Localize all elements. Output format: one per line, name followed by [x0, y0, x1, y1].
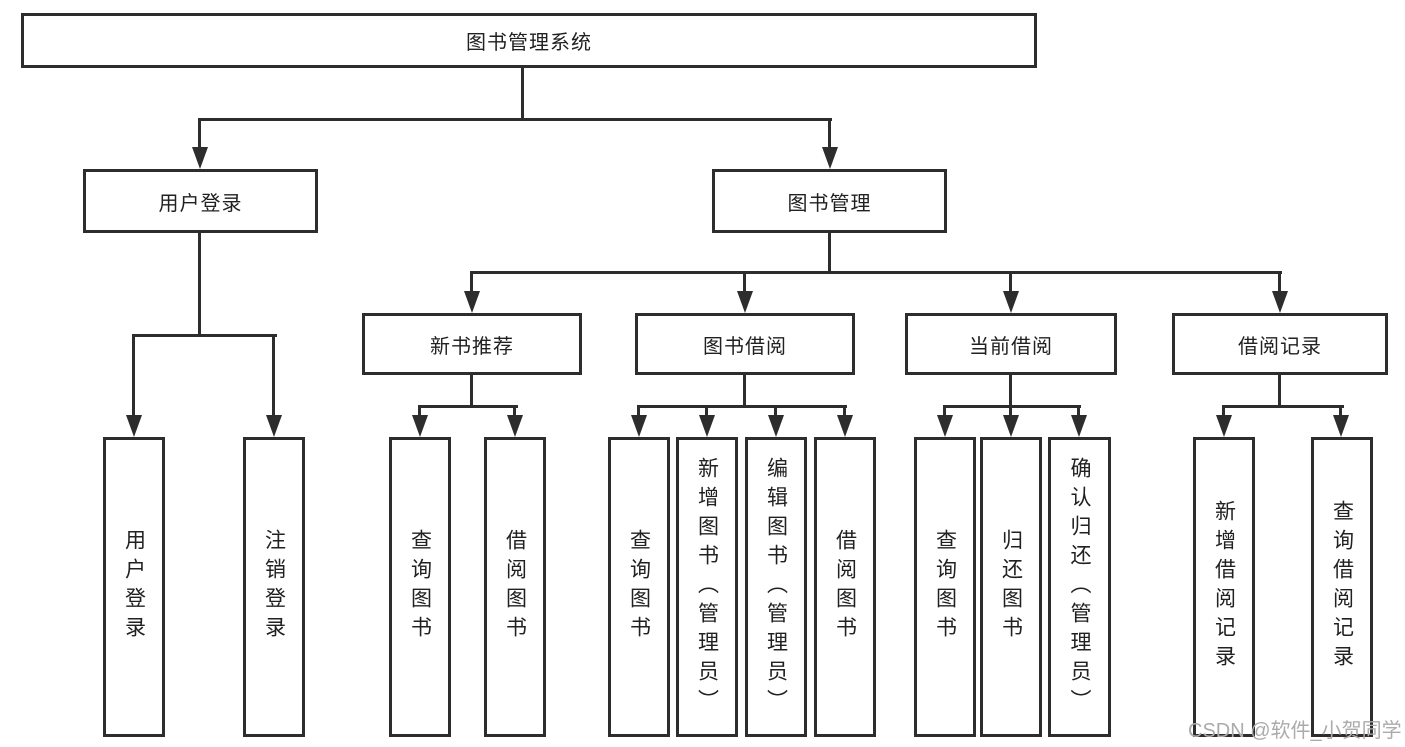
leaf-user-login: 用户登录 [103, 437, 165, 737]
leaf-query-borrow-record-label: 查询借阅记录 [1330, 500, 1354, 674]
node-current-borrow: 当前借阅 [905, 313, 1117, 375]
connector-hline [418, 405, 518, 408]
arrow-down-icon [1003, 415, 1019, 437]
leaf-edit-book-admin-label: 编辑图书（管理员） [764, 456, 788, 718]
arrow-down-icon [507, 415, 523, 437]
connector-hline [132, 334, 277, 337]
connector-vline [513, 407, 516, 418]
watermark-text: CSDN @软件_小贺同学 [1188, 720, 1402, 742]
leaf-borrow-books: 借阅图书 [814, 437, 876, 737]
node-book-management: 图书管理 [712, 169, 947, 233]
leaf-query-books-borrow: 查询图书 [608, 437, 670, 737]
node-borrow-records-label: 借阅记录 [1238, 335, 1322, 358]
leaf-borrow-books-label: 借阅图书 [833, 529, 857, 645]
arrow-down-icon [464, 291, 480, 313]
connector-vline [828, 233, 831, 274]
connector-hline [637, 405, 847, 408]
arrow-down-icon [1071, 415, 1087, 437]
arrow-down-icon [126, 415, 142, 437]
connector-vline [637, 407, 640, 418]
connector-vline [272, 336, 275, 418]
connector-vline [1009, 273, 1012, 293]
leaf-return-book-label: 归还图书 [999, 529, 1023, 645]
connector-vline [1077, 407, 1080, 418]
leaf-edit-book-admin: 编辑图书（管理员） [745, 437, 807, 737]
connector-vline [943, 407, 946, 418]
node-root: 图书管理系统 [21, 13, 1037, 68]
node-user-login: 用户登录 [83, 169, 318, 233]
connector-vline [1009, 375, 1012, 408]
node-book-borrow: 图书借阅 [635, 313, 855, 375]
arrow-down-icon [192, 147, 208, 169]
connector-vline [743, 273, 746, 293]
node-book-borrow-label: 图书借阅 [703, 335, 787, 358]
arrow-down-icon [631, 415, 647, 437]
connector-vline [132, 336, 135, 418]
arrow-down-icon [937, 415, 953, 437]
arrow-down-icon [768, 415, 784, 437]
leaf-borrow-books-recommend: 借阅图书 [484, 437, 546, 737]
connector-vline [521, 68, 524, 120]
connector-vline [774, 407, 777, 418]
node-current-borrow-label: 当前借阅 [969, 335, 1053, 358]
arrow-down-icon [1333, 415, 1349, 437]
arrow-down-icon [1272, 291, 1288, 313]
connector-vline [1222, 407, 1225, 418]
leaf-confirm-return-admin-label: 确认归还（管理员） [1068, 456, 1091, 718]
leaf-logout: 注销登录 [243, 437, 305, 737]
node-user-login-label: 用户登录 [158, 192, 243, 215]
connector-hline [1222, 405, 1344, 408]
connector-vline [843, 407, 846, 418]
leaf-add-book-admin-label: 新增图书（管理员） [695, 456, 719, 718]
connector-vline [470, 375, 473, 408]
leaf-logout-label: 注销登录 [262, 529, 286, 645]
connector-vline [198, 120, 201, 150]
leaf-query-books-current-label: 查询图书 [933, 529, 957, 645]
connector-vline [198, 233, 201, 337]
node-root-label: 图书管理系统 [466, 32, 592, 54]
arrow-down-icon [822, 147, 838, 169]
connector-vline [828, 120, 831, 150]
node-new-book-recommend: 新书推荐 [362, 313, 582, 375]
arrow-down-icon [1003, 291, 1019, 313]
leaf-query-books-recommend-label: 查询图书 [408, 529, 432, 645]
connector-hline [943, 405, 1081, 408]
connector-hline [470, 271, 1282, 274]
leaf-add-book-admin: 新增图书（管理员） [676, 437, 738, 737]
leaf-borrow-books-recommend-label: 借阅图书 [503, 529, 527, 645]
connector-vline [705, 407, 708, 418]
leaf-return-book: 归还图书 [980, 437, 1042, 737]
leaf-user-login-label: 用户登录 [122, 529, 146, 645]
arrow-down-icon [837, 415, 853, 437]
arrow-down-icon [699, 415, 715, 437]
connector-vline [418, 407, 421, 418]
arrow-down-icon [266, 415, 282, 437]
leaf-confirm-return-admin: 确认归还（管理员） [1048, 437, 1111, 737]
leaf-query-books-current: 查询图书 [914, 437, 976, 737]
arrow-down-icon [1216, 415, 1232, 437]
arrow-down-icon [737, 291, 753, 313]
node-borrow-records: 借阅记录 [1172, 313, 1388, 375]
connector-vline [470, 273, 473, 293]
connector-vline [1009, 407, 1012, 418]
leaf-add-borrow-record: 新增借阅记录 [1193, 437, 1255, 737]
leaf-add-borrow-record-label: 新增借阅记录 [1212, 500, 1236, 674]
connector-hline [198, 118, 832, 121]
leaf-query-books-borrow-label: 查询图书 [627, 529, 651, 645]
connector-vline [1278, 273, 1281, 293]
connector-vline [1278, 375, 1281, 408]
arrow-down-icon [412, 415, 428, 437]
node-book-management-label: 图书管理 [787, 192, 872, 215]
leaf-query-borrow-record: 查询借阅记录 [1311, 437, 1373, 737]
node-new-book-recommend-label: 新书推荐 [430, 335, 514, 358]
connector-vline [1339, 407, 1342, 418]
leaf-query-books-recommend: 查询图书 [389, 437, 451, 737]
connector-vline [743, 375, 746, 408]
